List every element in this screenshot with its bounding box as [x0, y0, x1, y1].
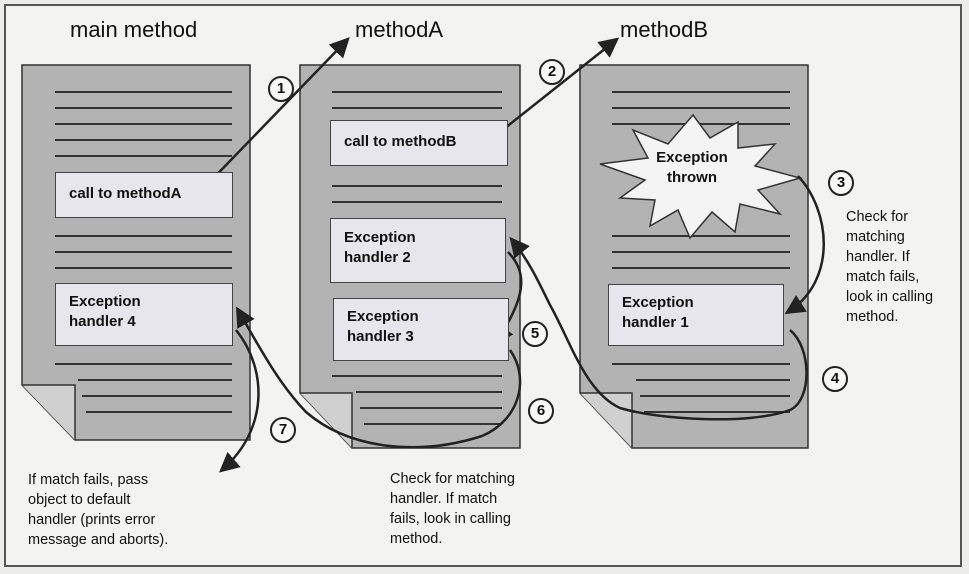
- note-left: If match fails, pass object to default h…: [28, 472, 169, 548]
- call-to-methodA-box: call to methodA: [55, 172, 233, 218]
- exception-thrown-label: Exception thrown: [656, 149, 728, 186]
- arrow-step2: [489, 37, 620, 141]
- exception-handler-3-label: Exception handler 3: [347, 308, 419, 345]
- step-3-marker: 3: [828, 170, 854, 196]
- step-7-marker: 7: [270, 417, 296, 443]
- title-methodA: methodA: [355, 17, 444, 42]
- exception-handler-1-box: Exception handler 1: [608, 284, 784, 346]
- arrow-step7: [218, 329, 260, 473]
- note-step3: Check for matching handler. If match fai…: [846, 209, 934, 325]
- exception-burst-shape: [599, 113, 803, 240]
- step-4-marker: 4: [822, 366, 848, 392]
- exception-handler-2-label: Exception handler 2: [344, 229, 416, 266]
- note-middle: Check for matching handler. If match fai…: [390, 471, 515, 547]
- exception-handler-4-box: Exception handler 4: [55, 283, 233, 346]
- step-2-marker: 2: [539, 59, 565, 85]
- exception-handler-4-label: Exception handler 4: [69, 293, 141, 330]
- step-1-marker: 1: [268, 76, 294, 102]
- call-to-methodA-label: call to methodA: [69, 185, 182, 202]
- exception-handler-2-box: Exception handler 2: [330, 218, 506, 283]
- arrow-step6: [236, 306, 522, 449]
- step-6-marker: 6: [528, 398, 554, 424]
- exception-handler-3-box: Exception handler 3: [333, 298, 509, 361]
- title-main-method: main method: [70, 17, 198, 42]
- arrow-step1: [199, 37, 350, 193]
- step-5-marker: 5: [522, 321, 548, 347]
- methodB-page: [579, 64, 809, 449]
- call-to-methodB-box: call to methodB: [330, 120, 508, 166]
- title-methodB: methodB: [620, 17, 709, 42]
- main-method-page: [21, 64, 251, 441]
- arrow-step3: [784, 175, 825, 315]
- call-to-methodB-label: call to methodB: [344, 133, 457, 150]
- exception-handler-1-label: Exception handler 1: [622, 294, 694, 331]
- arrow-step4: [509, 236, 808, 421]
